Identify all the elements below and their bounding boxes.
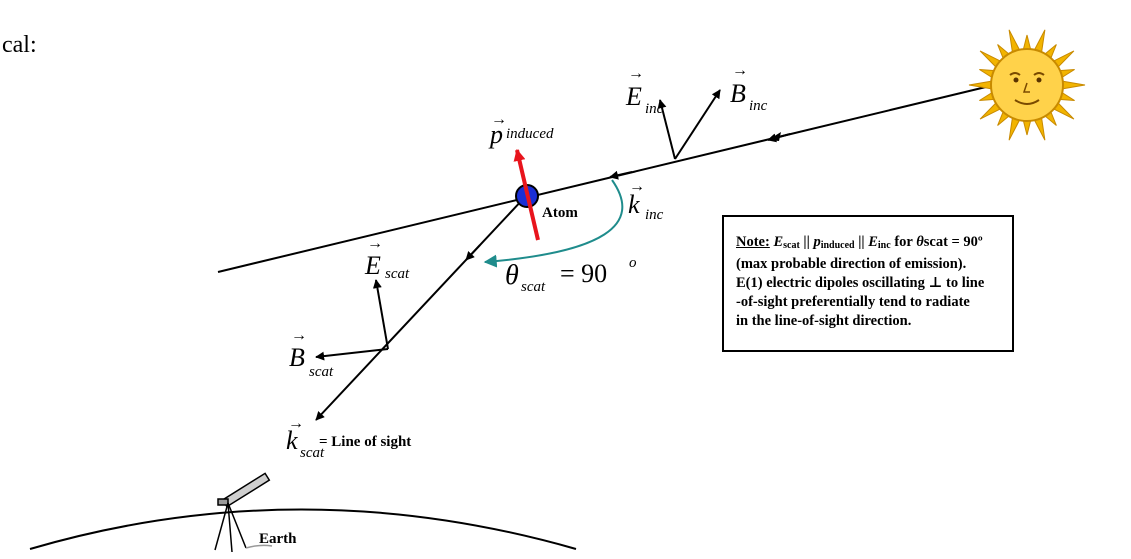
svg-text:→: → xyxy=(732,62,748,79)
label-p-induced: → p induced xyxy=(488,111,554,149)
atom-label: Atom xyxy=(542,205,578,221)
clipped-heading-fragment: cal: xyxy=(2,32,37,58)
b-scat-arrow xyxy=(315,348,389,361)
svg-text:→: → xyxy=(288,415,304,432)
note-line-5: in the line-of-sight direction. xyxy=(736,313,912,329)
induced-dipole-arrow xyxy=(513,148,540,241)
b-inc-arrow xyxy=(674,89,721,160)
p-induced-subscript: induced xyxy=(506,126,554,142)
scattering-angle-arc xyxy=(483,179,624,268)
theta-symbol: θ xyxy=(505,260,519,291)
label-b-inc: → B inc xyxy=(730,62,768,114)
line-of-sight-label: = Line of sight xyxy=(319,434,411,450)
label-e-scat: → E scat xyxy=(364,235,410,282)
e-inc-arrow xyxy=(657,99,676,160)
scattered-ray-arrow-mid xyxy=(465,244,481,261)
telescope-icon xyxy=(214,472,273,553)
e-scat-subscript: scat xyxy=(385,266,410,282)
label-e-inc: → E inc xyxy=(625,65,664,117)
k-scat-subscript: scat xyxy=(300,445,325,461)
label-k-scat: → k scat = Line of sight xyxy=(286,415,411,461)
earth-surface-arc xyxy=(29,508,577,550)
note-line-2: (max probable direction of emission). xyxy=(736,256,967,272)
p-induced-symbol: p xyxy=(488,120,503,149)
label-b-scat: → B scat xyxy=(289,327,334,380)
svg-text:→: → xyxy=(367,235,383,252)
svg-text:→: → xyxy=(628,65,644,82)
label-theta-scat: θ scat = 90 o xyxy=(505,255,637,295)
theta-value: = 90 xyxy=(560,259,607,288)
incident-ray-arrow-1 xyxy=(767,133,791,143)
svg-text:→: → xyxy=(629,178,645,195)
e-scat-arrow xyxy=(372,279,389,350)
b-inc-subscript: inc xyxy=(749,98,768,114)
e-inc-symbol: E xyxy=(625,82,642,111)
theta-subscript: scat xyxy=(521,279,546,295)
svg-text:→: → xyxy=(291,327,307,344)
incident-ray-line xyxy=(217,85,991,273)
b-inc-symbol: B xyxy=(730,79,746,108)
e-inc-subscript: inc xyxy=(645,101,664,117)
earth-label: Earth xyxy=(259,531,297,547)
k-inc-symbol: k xyxy=(628,190,640,219)
theta-degree: o xyxy=(629,255,637,271)
scattered-ray-line xyxy=(315,196,526,421)
e-scat-symbol: E xyxy=(364,251,381,280)
label-k-inc: → k inc xyxy=(628,178,664,223)
note-line-4: -of-sight preferentially tend to radiate xyxy=(736,294,970,310)
b-scat-subscript: scat xyxy=(309,364,334,380)
note-line-3: E(1) electric dipoles oscillating ⊥ to l… xyxy=(736,275,985,291)
note-line-1: Note: Escat || pinduced || Einc for θsca… xyxy=(736,234,983,251)
b-scat-symbol: B xyxy=(289,343,305,372)
k-inc-subscript: inc xyxy=(645,207,664,223)
svg-text:→: → xyxy=(491,111,507,128)
note-box: Note: Escat || pinduced || Einc for θsca… xyxy=(722,215,1014,352)
incident-ray-arrow-2 xyxy=(609,170,633,180)
sun-icon xyxy=(968,29,1086,141)
sun-ray xyxy=(1060,80,1086,90)
k-scat-symbol: k xyxy=(286,426,298,455)
note-heading: Note: xyxy=(736,234,770,250)
